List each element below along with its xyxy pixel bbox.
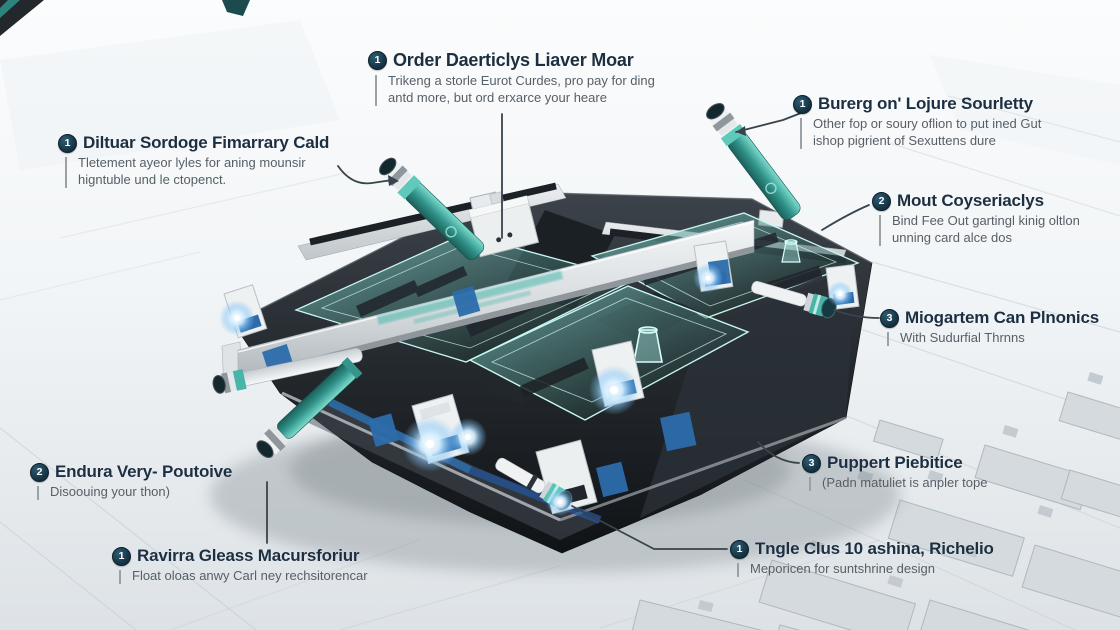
subtitle-bar: [809, 477, 811, 491]
subtitle-bar: [887, 332, 889, 346]
callout-number-badge: 3: [880, 308, 899, 328]
gantry-beam: [221, 191, 755, 391]
callout-mout: 2 Mout Coyseriaclys Bind Fee Out garting…: [872, 191, 1117, 247]
callout-title: Order Daerticlys Liaver Moar: [393, 50, 634, 70]
callout-subtitle-line: higntuble und le ctopenct.: [78, 171, 227, 187]
subtitle-bar: [375, 75, 377, 106]
callout-title: Diltuar Sordoge Fimarrary Cald: [83, 133, 330, 152]
callout-burerg: 1 Burerg on' Lojure Sourletty Other fop …: [793, 94, 1093, 150]
callout-ravirra: 1 Ravirra Gleass Macursforiur Float oloa…: [112, 546, 447, 585]
callout-title: Endura Very- Poutoive: [55, 462, 233, 481]
callout-title: Puppert Piebitice: [827, 453, 963, 472]
callout-subtitle-line: antd more, but ord erxarce your heare: [388, 89, 607, 105]
subtitle-bar: [800, 118, 802, 149]
callout-subtitle-line: Tletement ayeor lyles for aning mounsir: [78, 155, 306, 170]
corner-dark-triangle: [0, 0, 44, 36]
top-edge-teal-part: [222, 0, 250, 16]
callout-number-badge: 1: [112, 546, 131, 566]
callout-tngle: 1 Tngle Clus 10 ashina, Richelio Meporic…: [730, 539, 1070, 578]
callout-title: Ravirra Gleass Macursforiur: [137, 546, 360, 565]
callout-subtitle-line: ishop pigrient of Sexuttens dure: [813, 132, 996, 148]
carriage: [468, 191, 540, 258]
callout-subtitle-line: Meporicen for suntshrine design: [750, 561, 935, 576]
callout-subtitle-line: Float oloas anwy Carl ney rechsitorencar: [132, 568, 368, 583]
callout-endura: 2 Endura Very- Poutoive Disoouing your t…: [30, 462, 285, 501]
subtitle-bar: [119, 570, 121, 584]
subtitle-bar: [737, 563, 739, 577]
callout-puppert: 3 Puppert Piebitice (Padn matuliet is an…: [802, 453, 1037, 492]
callout-diltuar: 1 Diltuar Sordoge Fimarrary Cald Tleteme…: [58, 133, 363, 189]
callout-order: 1 Order Daerticlys Liaver Moar Trikeng a…: [368, 50, 698, 107]
roller-arm-top-left: [379, 157, 485, 261]
callout-number-badge: 1: [730, 539, 749, 559]
floor-tiles: [630, 372, 1120, 630]
leader-lines: [266, 112, 880, 550]
callout-title: Tngle Clus 10 ashina, Richelio: [755, 539, 994, 558]
callout-subtitle-line: With Sudurfial Thrnns: [900, 330, 1025, 345]
callout-subtitle-line: unning card alce dos: [892, 229, 1012, 245]
callout-subtitle-line: Bind Fee Out gartingl kinig oltlon: [892, 213, 1080, 228]
roller-arm-front-left: [256, 357, 363, 459]
callout-subtitle-line: Trikeng a storle Eurot Curdes, pro pay f…: [388, 73, 655, 88]
callout-subtitle-line: Other fop or soury oflion to put ined Gu…: [813, 116, 1042, 131]
callout-number-badge: 2: [30, 462, 49, 482]
side-tube-left: [212, 347, 363, 394]
floor-grid: [0, 20, 1120, 630]
hologram-cup-small: [781, 239, 801, 263]
callout-number-badge: 2: [872, 191, 891, 211]
callout-title: Miogartem Can Plnonics: [905, 308, 1099, 327]
callout-subtitle-line: Disoouing your thon): [50, 484, 170, 499]
callout-number-badge: 1: [368, 51, 387, 70]
callout-number-badge: 1: [793, 94, 812, 114]
subtitle-bar: [65, 157, 67, 188]
callout-title: Burerg on' Lojure Sourletty: [818, 94, 1033, 113]
roller-arm-top-right: [706, 103, 801, 220]
glow-lights: [219, 263, 853, 516]
callout-miogartem: 3 Miogartem Can Plnonics With Sudurfial …: [880, 308, 1118, 347]
callout-subtitle-line: (Padn matuliet is anpler tope: [822, 475, 988, 490]
hologram-cup-large: [633, 326, 663, 363]
subtitle-bar: [879, 215, 881, 246]
callout-number-badge: 1: [58, 133, 77, 153]
callout-title: Mout Coyseriaclys: [897, 191, 1044, 210]
callout-number-badge: 3: [802, 453, 821, 473]
subtitle-bar: [37, 486, 39, 500]
